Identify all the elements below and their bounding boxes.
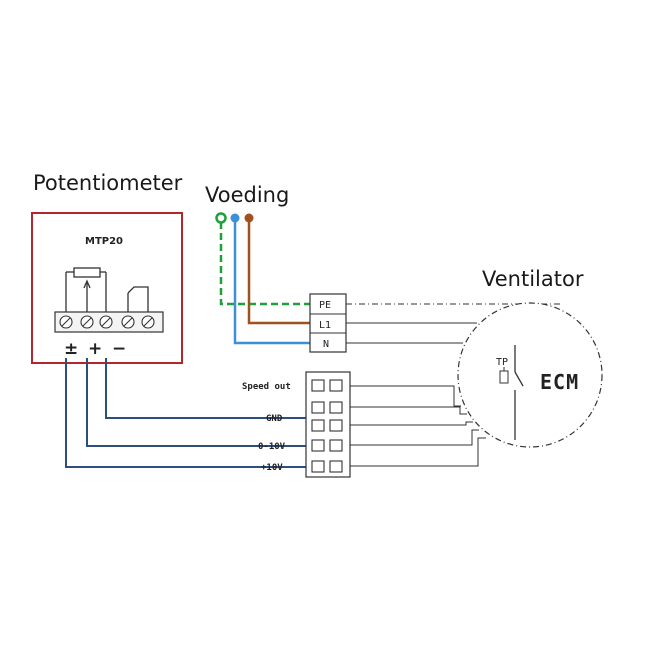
thermal-switch-icon: [499, 370, 509, 384]
terminal-pe: PE: [319, 300, 331, 311]
fan-title: Ventilator: [482, 267, 584, 291]
wire-0-10v-to-motor: [350, 421, 473, 426]
label-10v: +10V: [261, 463, 283, 473]
potentiometer-title: Potentiometer: [33, 171, 183, 195]
potentiometer-unit: MTP20 ± + −: [31, 212, 183, 364]
wire-n: [233, 222, 310, 345]
terminal-sign-minus: −: [112, 339, 126, 359]
n-connector-icon: [230, 213, 240, 223]
terminal-sign-plus: +: [88, 339, 102, 359]
wire-l1: [247, 222, 310, 325]
terminal-l1: L1: [319, 320, 331, 331]
wire-0-10v: [86, 358, 310, 447]
wire-10v: [65, 358, 310, 468]
terminal-sign-ground: ±: [64, 339, 78, 359]
motor-label: ECM: [540, 370, 579, 394]
motor-outline: [457, 302, 603, 448]
ecm-motor: TP ECM: [457, 302, 603, 448]
l1-connector-icon: [244, 213, 254, 223]
potentiometer-screws: [59, 315, 155, 329]
signal-terminal-block: Speed out GND 0-10V +10V: [242, 371, 351, 478]
pe-connector-icon: [215, 212, 227, 224]
label-speed-out: Speed out: [242, 382, 291, 392]
wire-gnd-to-motor: [350, 406, 467, 415]
potentiometer-circuit: [65, 267, 149, 313]
control-wires: [65, 358, 310, 468]
wire-10v-to-motor: [350, 429, 479, 446]
wire-10v-return-to-motor: [350, 437, 486, 467]
wire-speed-to-motor: [350, 385, 461, 407]
label-gnd: GND: [266, 414, 283, 424]
potentiometer-frame: [31, 212, 183, 364]
power-wires: [219, 222, 310, 345]
power-supply-title: Voeding: [205, 183, 289, 207]
terminal-n: N: [323, 339, 329, 350]
power-terminal-block: PE L1 N: [309, 293, 347, 353]
potentiometer-model: MTP20: [85, 236, 123, 247]
label-0-10v: 0-10V: [258, 442, 286, 452]
wire-gnd: [105, 358, 310, 419]
wire-pe: [219, 222, 310, 306]
thermal-protection-label: TP: [496, 357, 508, 368]
